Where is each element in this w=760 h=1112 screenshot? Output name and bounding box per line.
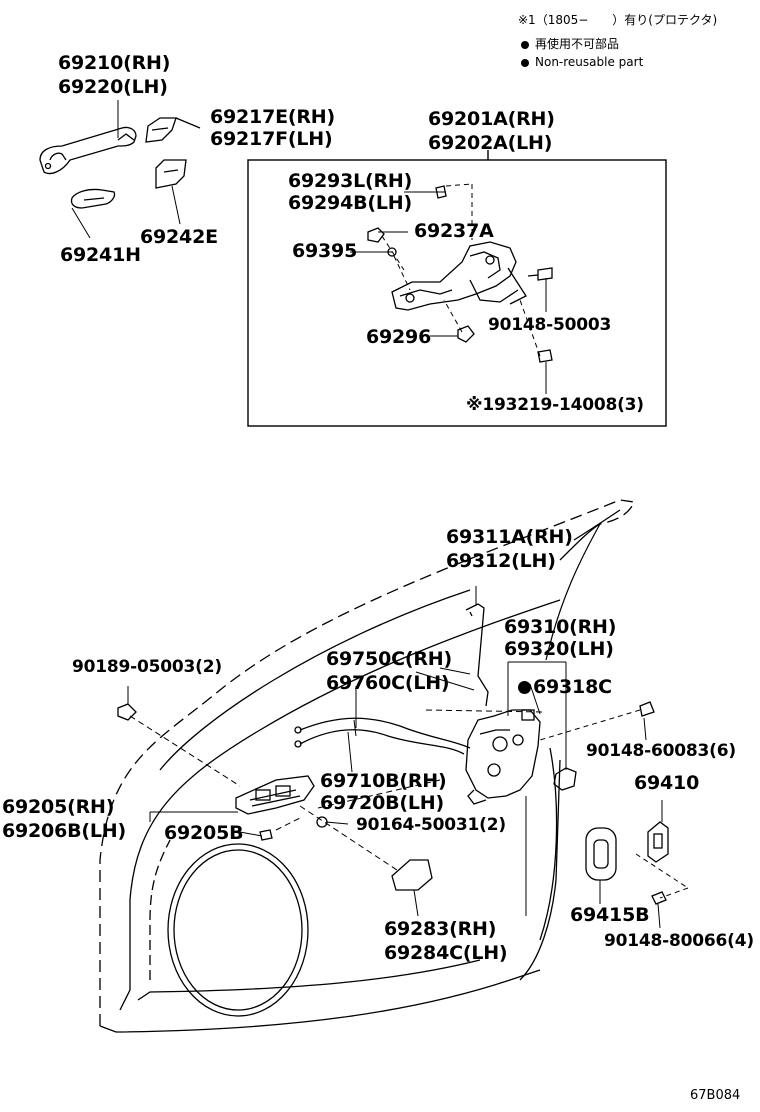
part-label: 69201A(RH) [428, 108, 555, 130]
note-protector: ※1（1805− ）有り(プロテクタ) [518, 13, 718, 27]
non-reusable-dot-icon [521, 58, 529, 67]
lock-rod-icon [465, 603, 489, 707]
note-non-reusable-jp: 再使用不可部品 [521, 36, 619, 52]
part-label: 69205(RH) [2, 796, 115, 818]
clip-05003-icon [117, 703, 137, 721]
handle-frame-icon [391, 241, 527, 311]
part-label: 69318C [518, 676, 612, 698]
part-label: 69710B(RH) [320, 770, 447, 792]
striker-icon [647, 821, 669, 863]
note-non-reusable-en-text: Non-reusable part [535, 55, 644, 69]
part-label: 69242E [140, 226, 218, 248]
part-label: 69395 [292, 240, 358, 262]
part-label: 90164-50031(2) [356, 815, 506, 835]
part-label: 69410 [634, 772, 700, 794]
part-label: 69210(RH) [58, 52, 171, 74]
outer-handle-icon [39, 126, 137, 175]
cable-icon [294, 717, 471, 755]
bolt-80066-icon [651, 891, 667, 905]
part-label-text: 69318C [533, 676, 612, 698]
part-label: 69283(RH) [384, 918, 497, 940]
handle-bezel-icon [391, 859, 433, 891]
note-non-reusable-jp-text: 再使用不可部品 [535, 37, 620, 51]
screw-69296-icon [457, 325, 475, 343]
bolt-60083-icon [639, 701, 655, 717]
part-label: 90148-60083(6) [586, 741, 736, 761]
non-reusable-dot-icon [518, 681, 531, 694]
diagram-code: 67B084 [690, 1088, 741, 1103]
part-label: 69760C(LH) [326, 672, 450, 694]
part-label: 69296 [366, 326, 432, 348]
part-label: 69320(LH) [504, 638, 614, 660]
part-label: 69750C(RH) [326, 648, 452, 670]
part-label: 69202A(LH) [428, 132, 553, 154]
clip-small-icon [435, 185, 447, 199]
handle-pad-rear-icon [70, 188, 116, 209]
non-reusable-dot-icon [521, 40, 529, 49]
inside-handle-icon [235, 775, 315, 815]
part-label: 69220(LH) [58, 76, 168, 98]
part-label: 90148-80066(4) [604, 931, 754, 951]
bolt-14008-icon [537, 349, 553, 363]
door-outline-icon [99, 499, 635, 1033]
part-label: 69205B [164, 822, 244, 844]
handle-pad-front-icon [155, 159, 187, 189]
part-label: 90189-05003(2) [72, 657, 222, 677]
part-label: 69284C(LH) [384, 942, 508, 964]
part-label: 69237A [414, 220, 494, 242]
note-non-reusable-en: Non-reusable part [521, 54, 643, 70]
part-label: 69312(LH) [446, 550, 556, 572]
part-label: 90148-50003 [488, 315, 612, 335]
part-label: 69415B [570, 904, 650, 926]
part-label: 69217E(RH) [210, 106, 335, 128]
striker-cover-icon [585, 827, 617, 881]
bolt-50003-icon [527, 267, 553, 281]
door-lock-icon [465, 709, 541, 805]
lock-cover-icon [553, 767, 577, 791]
part-label: 69294B(LH) [288, 192, 412, 214]
part-label: 69241H [60, 244, 141, 266]
part-label: 69217F(LH) [210, 128, 333, 150]
part-label: ※193219-14008(3) [466, 395, 644, 415]
part-label: 69206B(LH) [2, 820, 126, 842]
part-label: 69720B(LH) [320, 792, 444, 814]
part-label: 69311A(RH) [446, 526, 573, 548]
screw-69205B-icon [259, 829, 273, 841]
part-label: 69293L(RH) [288, 170, 413, 192]
part-label: 69310(RH) [504, 616, 617, 638]
handle-cap-icon [145, 117, 201, 143]
bushing-icon [367, 227, 385, 243]
